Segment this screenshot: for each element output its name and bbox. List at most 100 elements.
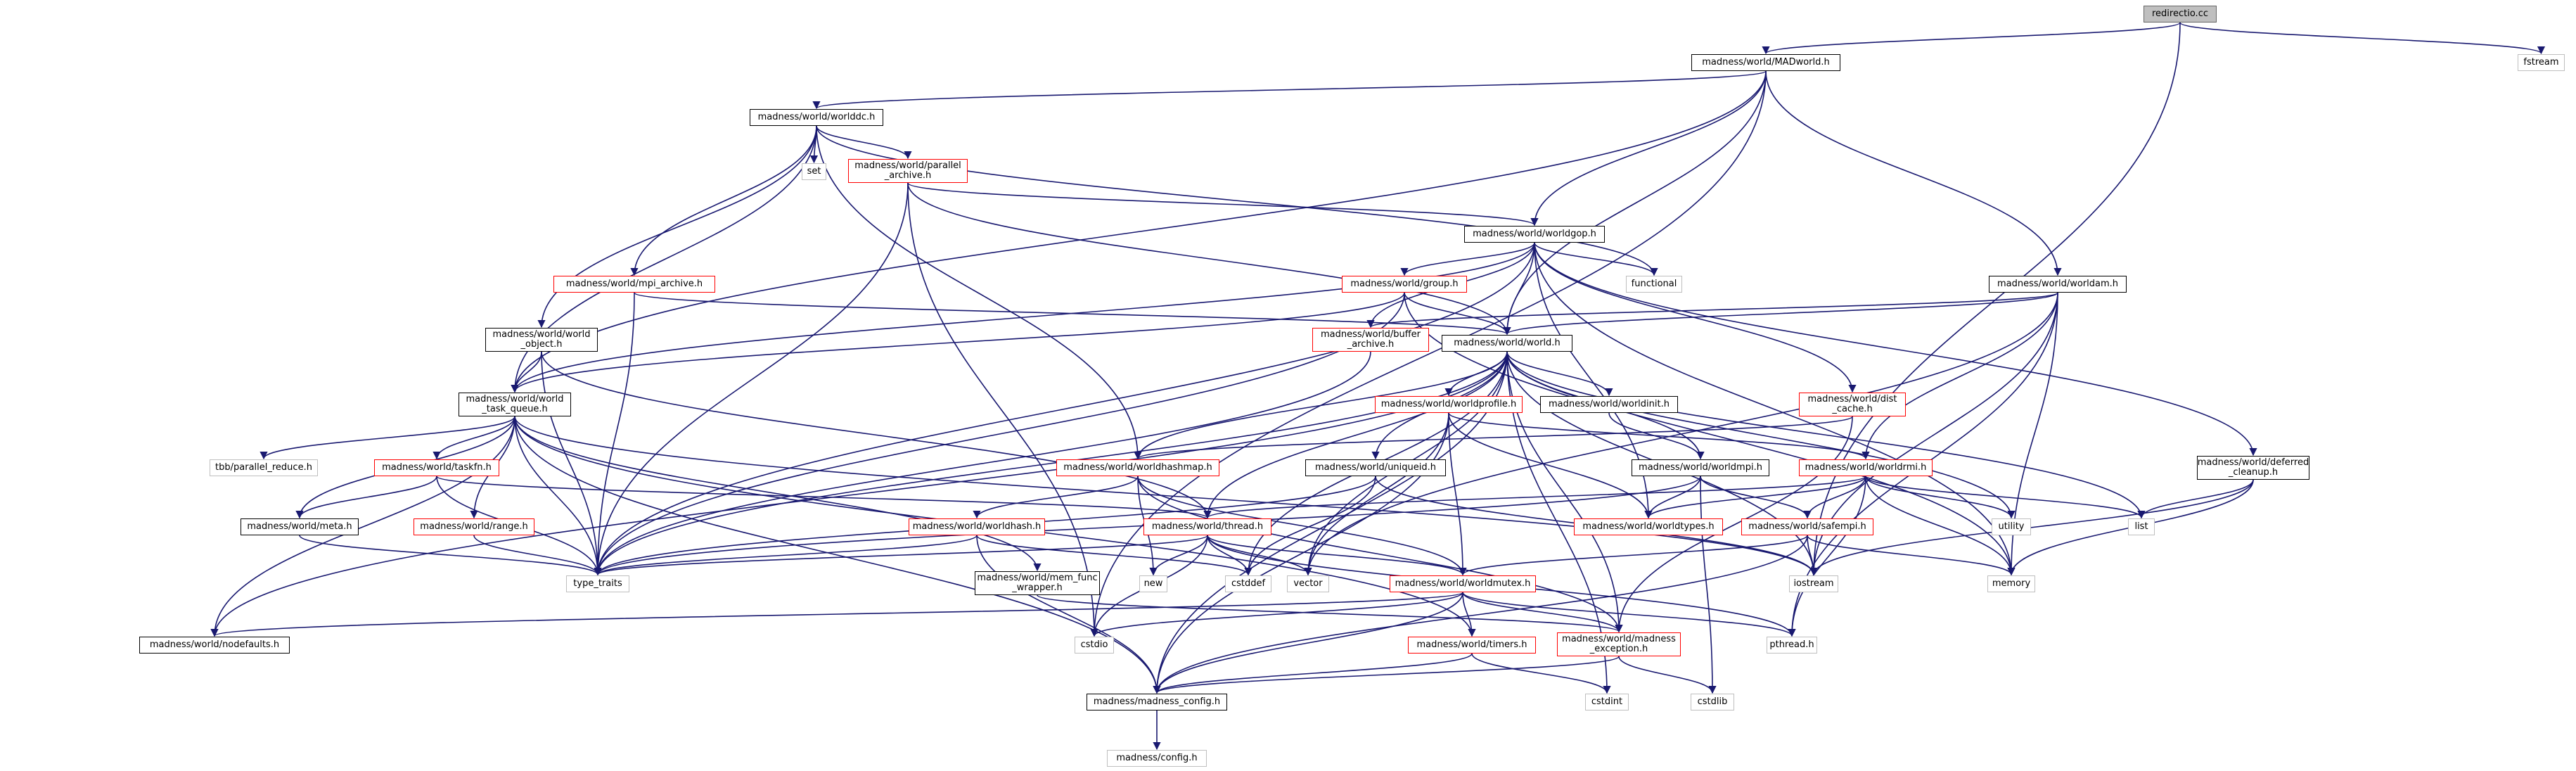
edge-worldgop-to-group xyxy=(1400,242,1535,276)
edge-dist_cache-to-madness_exception xyxy=(1615,416,1853,633)
node-worlddc-h[interactable]: madness/world/worlddc.h xyxy=(750,109,883,126)
node-worldinit-h[interactable]: madness/world/worldinit.h xyxy=(1540,396,1678,413)
edge-worldgop-to-deferred_cleanup xyxy=(1534,242,2257,457)
edge-worldam-to-buffer_archive xyxy=(1366,292,2058,329)
edge-worldgop-to-world xyxy=(1503,242,1535,336)
node-dist-cache-h[interactable]: madness/world/dist_cache.h xyxy=(1799,393,1906,416)
node-worldhashmap-h[interactable]: madness/world/worldhashmap.h xyxy=(1056,459,1219,476)
edge-group-to-memory xyxy=(1404,292,2016,576)
edge-mpi_archive-to-world xyxy=(634,292,1511,336)
node-timers-h[interactable]: madness/world/timers.h xyxy=(1408,637,1536,654)
edge-deferred_cleanup-to-list xyxy=(2137,479,2254,519)
edge-deferred_cleanup-to-iostream xyxy=(1809,479,2254,576)
edge-madness_exception-to-madness_config xyxy=(1153,656,1620,694)
node-redirectio-cc[interactable]: redirectio.cc xyxy=(2144,6,2217,23)
node-meta-h[interactable]: madness/world/meta.h xyxy=(241,518,359,535)
edge-world-to-type_traits xyxy=(594,351,1508,576)
edge-worldgop-to-functional xyxy=(1534,242,1658,276)
edge-timers-to-cstdint xyxy=(1471,653,1611,694)
node-group-h[interactable]: madness/world/group.h xyxy=(1342,276,1467,293)
edge-worldrmi-to-thread xyxy=(1203,476,1866,519)
node-worldrmi-h[interactable]: madness/world/worldrmi.h xyxy=(1799,459,1933,476)
edge-safempi-to-madness_config xyxy=(1153,535,1808,694)
edge-worldmutex-to-madness_config xyxy=(1153,592,1463,694)
edge-world_task_queue-to-mem_func_wrapper xyxy=(514,416,1042,572)
node-parallel-archive-h[interactable]: madness/world/parallel_archive.h xyxy=(848,159,968,183)
node-worldam-h[interactable]: madness/world/worldam.h xyxy=(1989,276,2127,293)
node-worldhash-h[interactable]: madness/world/worldhash.h xyxy=(909,518,1045,535)
edge-world-to-nodefaults xyxy=(210,351,1508,637)
edge-parallel_archive-to-type_traits xyxy=(594,182,909,576)
node-world-task-queue-h[interactable]: madness/world/world_task_queue.h xyxy=(459,393,571,416)
edge-dist_cache-to-worldhashmap xyxy=(1134,416,1853,460)
edge-madworld-to-worldam xyxy=(1765,70,2062,276)
edge-range-to-type_traits xyxy=(473,535,602,576)
node-cstdlib: cstdlib xyxy=(1691,694,1734,711)
edge-worldhash-to-madness_config xyxy=(976,535,1161,694)
edge-safempi-to-worldmutex xyxy=(1459,535,1808,576)
edge-worlddc-to-parallel_archive xyxy=(816,125,912,160)
edge-worldgop-to-type_traits xyxy=(594,242,1535,576)
node-deferred-cleanup-h[interactable]: madness/world/deferred_cleanup.h xyxy=(2197,456,2309,480)
edge-worldrmi-to-pthread xyxy=(1788,476,1866,637)
edge-world_object-to-thread xyxy=(541,351,1212,519)
edge-group-to-world_task_queue xyxy=(511,292,1405,393)
edge-safempi-to-iostream xyxy=(1807,535,1818,576)
node-uniqueid-h[interactable]: madness/world/uniqueid.h xyxy=(1305,459,1446,476)
node-thread-h[interactable]: madness/world/thread.h xyxy=(1143,518,1271,535)
edge-worldhash-to-type_traits xyxy=(594,535,978,576)
node-madworld-h[interactable]: madness/world/MADworld.h xyxy=(1691,54,1840,71)
edge-worldrmi-to-utility xyxy=(1865,476,2016,519)
edge-worldrmi-to-memory xyxy=(1865,476,2016,576)
node-cstddef: cstddef xyxy=(1225,575,1271,592)
node-pthread-h: pthread.h xyxy=(1767,637,1817,654)
edge-world-to-utility xyxy=(1506,351,2016,519)
edge-worldhashmap-to-madness_exception xyxy=(1137,476,1623,633)
node-worldmutex-h[interactable]: madness/world/worldmutex.h xyxy=(1390,575,1536,592)
edge-thread-to-cstddef xyxy=(1207,535,1252,576)
node-range-h[interactable]: madness/world/range.h xyxy=(414,518,534,535)
edge-worldmpi-to-cstdlib xyxy=(1700,476,1717,694)
edge-worldinit-to-worldmpi xyxy=(1608,412,1705,460)
edge-parallel_archive-to-worldgop xyxy=(907,182,1539,227)
node-madness-config-h[interactable]: madness/madness_config.h xyxy=(1087,694,1227,711)
node-taskfn-h[interactable]: madness/world/taskfn.h xyxy=(374,459,499,476)
node-tbb-parallel-reduce-h: tbb/parallel_reduce.h xyxy=(210,459,318,476)
node-mpi-archive-h[interactable]: madness/world/mpi_archive.h xyxy=(553,276,715,293)
node-world-h[interactable]: madness/world/world.h xyxy=(1442,335,1572,352)
edge-world_object-to-world_task_queue xyxy=(511,351,542,393)
edge-world_task_queue-to-tbb_parallel_reduce xyxy=(259,416,515,460)
node-vector: vector xyxy=(1287,575,1329,592)
node-list: list xyxy=(2128,518,2155,535)
edge-madworld-to-worlddc xyxy=(812,70,1767,110)
edge-worldrmi-to-list xyxy=(1865,476,2146,519)
node-fstream: fstream xyxy=(2518,54,2565,71)
node-safempi-h[interactable]: madness/world/safempi.h xyxy=(1741,518,1873,535)
edge-world_object-to-type_traits xyxy=(541,351,602,576)
node-worldprofile-h[interactable]: madness/world/worldprofile.h xyxy=(1375,396,1523,413)
edge-worldmutex-to-madness_exception xyxy=(1462,592,1623,633)
node-worldtypes-h[interactable]: madness/world/worldtypes.h xyxy=(1574,518,1723,535)
node-worldmpi-h[interactable]: madness/world/worldmpi.h xyxy=(1632,459,1769,476)
edge-parallel_archive-to-cstdio xyxy=(907,182,1098,637)
edge-madness_exception-to-cstdlib xyxy=(1618,656,1717,694)
edge-world-to-list xyxy=(1506,351,2146,519)
edge-world_task_queue-to-iostream xyxy=(514,416,1818,576)
edge-mpi_archive-to-type_traits xyxy=(594,292,635,576)
node-worldgop-h[interactable]: madness/world/worldgop.h xyxy=(1464,226,1605,243)
node-buffer-archive-h[interactable]: madness/world/buffer_archive.h xyxy=(1312,328,1429,352)
edge-worldhashmap-to-worldmutex xyxy=(1137,476,1467,576)
edge-meta-to-type_traits xyxy=(299,535,602,576)
node-utility: utility xyxy=(1992,518,2031,535)
node-world-object-h[interactable]: madness/world/world_object.h xyxy=(485,328,598,352)
node-madness-exception-h[interactable]: madness/world/madness_exception.h xyxy=(1557,632,1681,656)
node-mem-func-wrapper-h[interactable]: madness/world/mem_func_wrapper.h xyxy=(975,571,1100,595)
edge-buffer_archive-to-type_traits xyxy=(594,351,1371,576)
node-set: set xyxy=(802,163,826,180)
edge-madworld-to-cstdio xyxy=(1090,70,1767,637)
node-nodefaults-h[interactable]: madness/world/nodefaults.h xyxy=(139,637,290,654)
edge-redirectio-to-madworld xyxy=(1762,22,2181,55)
edge-timers-to-madness_config xyxy=(1153,653,1473,694)
edge-worldhash-to-cstddef xyxy=(976,535,1252,576)
edge-world_task_queue-to-nodefaults xyxy=(210,416,515,637)
